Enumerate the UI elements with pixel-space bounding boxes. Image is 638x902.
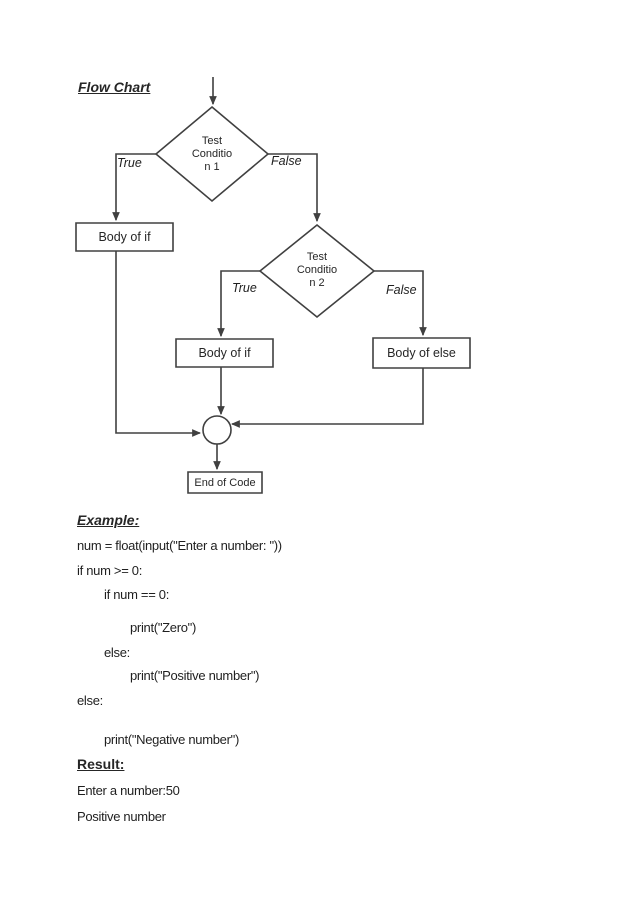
connector-circle xyxy=(203,416,231,444)
condition1-text: Test Conditio n 1 xyxy=(162,135,262,174)
flow-arrow-d1-false xyxy=(268,154,321,223)
code-line-else-inner: else: xyxy=(104,645,130,660)
page-title: Flow Chart xyxy=(78,79,151,95)
code-line-print-zero: print("Zero") xyxy=(130,620,197,635)
code-line-if-inner: if num == 0: xyxy=(104,587,170,602)
condition2-line1: Test xyxy=(306,251,328,263)
condition2-line3: n 2 xyxy=(309,277,325,289)
branch-label-true-1: True xyxy=(117,156,142,170)
branch-label-true-2: True xyxy=(232,281,257,295)
result-heading: Result: xyxy=(77,756,125,772)
flow-arrow-d1-true xyxy=(112,154,156,222)
condition1-line2: Conditio xyxy=(191,148,233,160)
process-box-body-of-if-2 xyxy=(176,339,273,367)
decision-diamond-condition2 xyxy=(260,225,374,317)
example-heading: Example: xyxy=(77,512,140,528)
branch-label-false-2: False xyxy=(386,283,417,297)
process-box-body-of-if-1 xyxy=(76,223,173,251)
result-line-output: Positive number xyxy=(77,809,166,824)
decision-diamond-condition1 xyxy=(156,107,268,201)
code-line-print-positive: print("Positive number") xyxy=(130,668,260,683)
branch-label-false-1: False xyxy=(271,154,302,168)
condition2-text: Test Conditio n 2 xyxy=(267,251,367,290)
flow-arrow-d2-false xyxy=(374,271,427,337)
box-label-body-of-if-1: Body of if xyxy=(98,230,151,244)
flow-arrow-d2-true xyxy=(217,271,260,338)
box-label-body-of-else: Body of else xyxy=(387,346,456,360)
condition1-line1: Test xyxy=(201,135,223,147)
flow-arrow-merge-left xyxy=(116,251,202,437)
result-line-input: Enter a number:50 xyxy=(77,783,180,798)
code-line-if-outer: if num >= 0: xyxy=(77,563,143,578)
code-line-print-negative: print("Negative number") xyxy=(104,732,239,747)
code-line-else-outer: else: xyxy=(77,693,103,708)
terminator-box-end-of-code xyxy=(188,472,262,493)
condition1-line3: n 1 xyxy=(204,161,220,173)
box-label-body-of-if-2: Body of if xyxy=(198,346,251,360)
condition2-line2: Conditio xyxy=(296,264,338,276)
code-line-num-input: num = float(input("Enter a number: ")) xyxy=(77,538,282,553)
process-box-body-of-else xyxy=(373,338,470,368)
flow-arrow-merge-right xyxy=(230,368,423,428)
flowchart-diagram xyxy=(0,0,638,510)
box-label-end-of-code: End of Code xyxy=(194,476,256,489)
